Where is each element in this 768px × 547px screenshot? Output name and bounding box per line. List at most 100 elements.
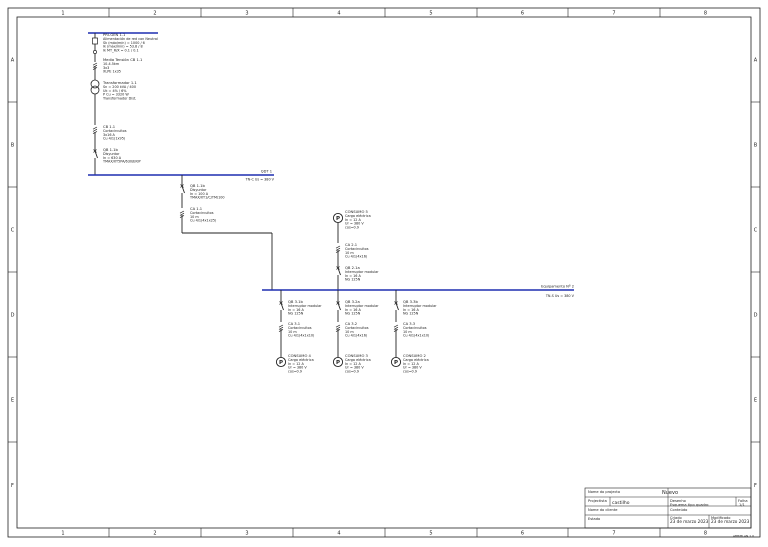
col-label-bottom: 1 xyxy=(61,531,64,537)
consumer-top-cable-label: 10 m xyxy=(345,251,354,255)
lv-cable-icon xyxy=(92,126,98,134)
grid-source-icon xyxy=(92,37,98,45)
bus1-system: TN-C Us = 380 V xyxy=(245,178,275,182)
tb-designer-value: castilho xyxy=(612,501,630,506)
branch-cable-label: 10 m xyxy=(345,330,354,334)
feeder-breaker-label: TMAX/XT1/C/TM/100 xyxy=(189,196,225,200)
branch-consumer-label: Ur = 380 V xyxy=(288,366,307,370)
drawing-frame xyxy=(7,7,761,538)
consumer-top-label: CONSUMO 5 xyxy=(345,210,369,214)
branch-consumer-label: Ur = 380 V xyxy=(403,366,422,370)
consumer-circle xyxy=(332,212,344,224)
cable-tick xyxy=(92,131,98,134)
cable-tick xyxy=(92,64,98,68)
branch-breaker-label: QB 3.2a xyxy=(345,300,360,304)
main-breaker-label: Disyuntor xyxy=(103,152,120,156)
consumer-top-cable-label: Cortacircuitos xyxy=(345,247,369,251)
branch-cable-label: Cortacircuitos xyxy=(403,326,427,330)
consumer-top-label: Ur = 380 V xyxy=(345,222,364,226)
branch-breaker-label: QB 3.1b xyxy=(288,300,303,304)
cable-tick xyxy=(278,324,284,328)
row-label-right: B xyxy=(754,143,758,149)
branch-consumer-label: CONSUMO 2 xyxy=(403,354,426,358)
breaker-cross xyxy=(180,184,184,188)
feeder-cable-label: Cu 4/1(4x1x25) xyxy=(190,219,217,223)
main-breaker-icon xyxy=(93,148,98,161)
tb-project-label: Nome do projecto xyxy=(588,490,621,494)
mv-cable-label: Media Tensión CB 1.1 xyxy=(103,58,142,62)
branch-breaker-icon xyxy=(336,300,341,313)
cable-tick xyxy=(393,329,399,332)
consumer-top-breaker-label: NG 125N xyxy=(345,278,361,282)
consumer-top-cable-icon xyxy=(335,245,341,253)
col-label-top: 8 xyxy=(704,11,707,17)
main-breaker-label: TMAX/XT5PA/630/EKIP xyxy=(102,160,141,164)
transformer-label: Sn = 200 kVA / 400 xyxy=(103,85,136,89)
transformer-label: Uk = 4% / 6% xyxy=(103,89,127,93)
source-label: Ik MT_R/X = 0.1 / 0.1 xyxy=(103,49,139,53)
branch-breaker-label: Interruptor modular xyxy=(288,304,322,308)
branch-consumer-label: In = 12 A xyxy=(288,362,305,366)
breaker-contact xyxy=(94,150,98,159)
mv-cable-icon xyxy=(92,62,98,70)
branch-consumer-label: cos=0.9 xyxy=(288,370,302,374)
consumer-top-label: cos=0.9 xyxy=(345,226,359,230)
main-breaker-label: In = 630 A xyxy=(103,156,122,160)
row-label-left: D xyxy=(11,313,15,319)
consumer-letter: P xyxy=(279,360,283,366)
cable-tick xyxy=(335,329,341,332)
branch-consumer-label: Carga eléctrica xyxy=(403,358,429,362)
consumer-top-label: In = 12 A xyxy=(345,218,362,222)
branch-breaker-label: Interruptor modular xyxy=(403,304,437,308)
branch-consumer-icon: P xyxy=(390,356,402,368)
branch-cable-label: 10 m xyxy=(288,330,297,334)
tb-drawing-value: Esquema tipo quadro xyxy=(670,503,709,507)
transformer-label: Transformador Dist. xyxy=(102,97,136,101)
bus2-name: Equipamento Nº 2 xyxy=(541,285,574,289)
consumer-circle xyxy=(390,356,402,368)
branch-breaker-label: Interruptor modular xyxy=(345,304,379,308)
consumer-top-breaker-label: In = 16 A xyxy=(345,274,362,278)
col-label-top: 1 xyxy=(61,11,64,17)
branch-breaker-label: NG 125N xyxy=(288,312,304,316)
row-label-left: A xyxy=(11,58,15,64)
transformer-icon xyxy=(90,79,100,89)
col-label-top: 5 xyxy=(429,11,432,17)
consumer-letter: P xyxy=(336,360,340,366)
tb-modified-value: 23 de marzo 2023 xyxy=(711,519,750,524)
branch-breaker-label: NG 125N xyxy=(403,312,419,316)
col-label-top: 3 xyxy=(245,11,248,17)
cable-tick xyxy=(92,126,98,130)
cable-tick xyxy=(278,326,284,330)
branch-breaker-label: NG 125N xyxy=(345,312,361,316)
consumer-circle xyxy=(275,356,287,368)
consumer-top-label: Carga eléctrica xyxy=(345,214,371,218)
row-label-right: C xyxy=(754,228,758,234)
branch-cable-label: Cu 4/1(4x1x10) xyxy=(288,334,315,338)
tb-content-label: Conteúdo xyxy=(670,508,688,512)
breaker-contact xyxy=(337,267,341,276)
branch-consumer-label: Carga eléctrica xyxy=(288,358,314,362)
lv-cable-label: 3x16 A xyxy=(103,133,116,137)
transformer-label: P Cu = 3320 W xyxy=(103,93,129,97)
bus1-name: QDT 1 xyxy=(261,170,272,174)
consumer-top-cable-label: Cu 4/1(4x16) xyxy=(345,255,368,259)
branch-consumer-label: cos=0.9 xyxy=(403,370,417,374)
consumer-top-breaker-label: Interruptor modular xyxy=(345,270,379,274)
tb-sheet-value: 1/1 xyxy=(739,503,745,507)
cable-tick xyxy=(335,326,341,330)
fuse-icon xyxy=(93,50,97,54)
row-label-right: E xyxy=(754,398,757,404)
inner-border xyxy=(16,16,752,529)
branch-cable-icon xyxy=(335,324,341,332)
source-label: Alimentación de red con Neutral xyxy=(103,37,158,41)
feeder-breaker-icon xyxy=(180,183,185,196)
branch-consumer-icon: P xyxy=(275,356,287,368)
tb-sheet-label: Folha xyxy=(738,499,748,503)
cable-tick xyxy=(92,62,98,66)
branch-cable-icon xyxy=(393,324,399,332)
wiring xyxy=(88,32,574,357)
cable-tick xyxy=(335,250,341,253)
col-label-bottom: 8 xyxy=(704,531,707,537)
branch-consumer-label: In = 12 A xyxy=(345,362,362,366)
